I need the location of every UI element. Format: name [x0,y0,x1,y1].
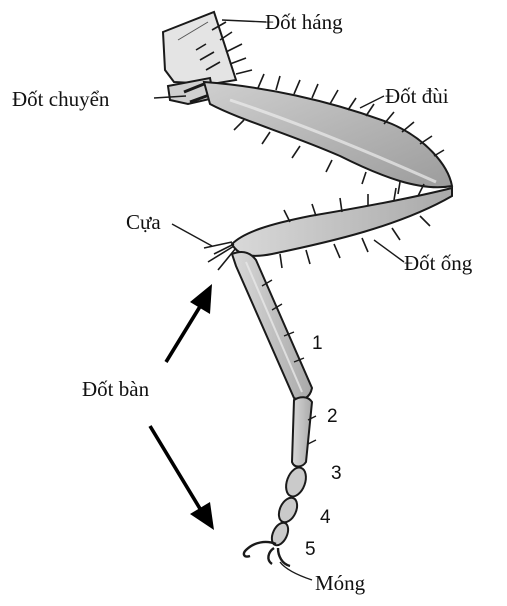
label-femur: Đốt đùi [385,86,449,107]
arrow-up [166,300,204,362]
tarsal-number-3: 3 [331,464,342,483]
arrow-up-head [190,284,212,314]
tarsal-segment-1 [232,252,312,400]
label-trochanter: Đốt chuyển [12,89,109,110]
label-tarsus: Đốt bàn [82,379,149,400]
leader-coxa [222,20,266,22]
label-spur: Cựa [126,212,161,233]
claw-structure [244,542,290,566]
tarsal-segment-2 [292,397,316,466]
tarsus-arrows [150,284,214,530]
coxa-segment [163,12,252,84]
arrow-down [150,426,202,512]
tarsal-number-5: 5 [305,540,316,559]
tarsal-number-2: 2 [327,407,338,426]
tarsal-segment-3 [282,465,309,499]
tarsal-number-1: 1 [312,334,323,353]
leader-spur [172,224,212,246]
label-claw: Móng [315,573,365,594]
label-coxa: Đốt háng [265,12,343,33]
spur-structure [204,242,236,270]
tarsal-number-4: 4 [320,508,331,527]
arrow-down-head [190,502,214,530]
tarsal-segment-4 [275,495,300,525]
leader-tibia [374,240,404,262]
label-tibia: Đốt ống [404,253,472,274]
